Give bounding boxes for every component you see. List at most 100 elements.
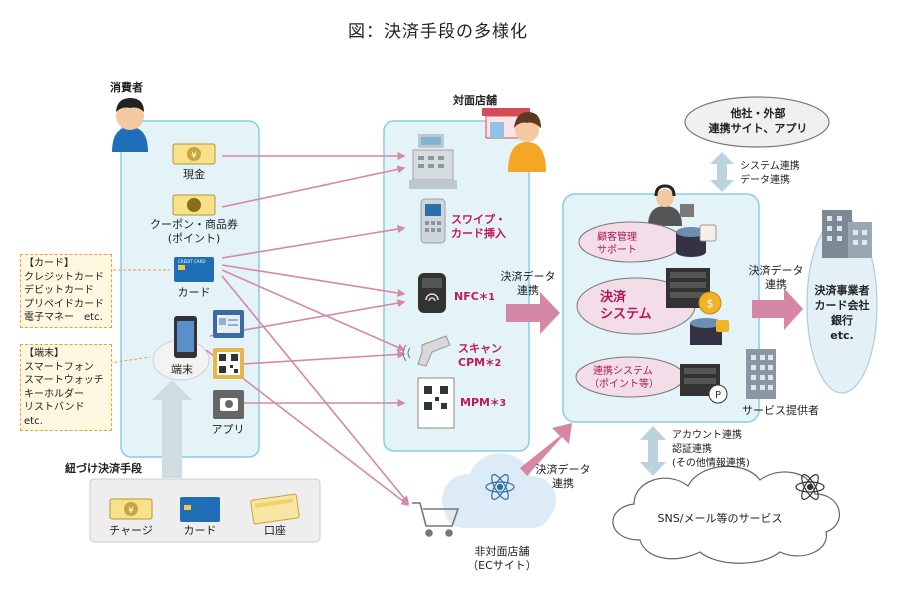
arrow-account-link-updown (640, 426, 666, 476)
provider-building-icon (746, 349, 776, 399)
sns-label: SNS/メール等のサービス (657, 512, 783, 525)
ec-flow-sublabel: 連携 (552, 477, 574, 490)
other-sites-label: 他社・外部 (730, 107, 786, 120)
arrow-ec-to-system (520, 423, 572, 476)
card-terminal-icon (420, 198, 446, 244)
svg-text:¥: ¥ (128, 506, 134, 516)
svg-text:$: $ (707, 297, 714, 310)
linked-label: 紐づけ決済手段 (65, 462, 142, 475)
app-label: アプリ (211, 423, 245, 436)
nfc-label: NFC＊1 (454, 290, 495, 304)
ec-flow-label: 決済データ (535, 463, 591, 476)
crm-sublabel: サポート (597, 245, 637, 256)
arrow-card-ec (221, 275, 409, 505)
crm-label: 顧客管理 (597, 232, 637, 243)
credit-card-icon (174, 257, 214, 282)
nfc-footnote-mark: ＊1 (478, 292, 495, 303)
cpm-footnote-mark: ＊2 (485, 358, 502, 369)
terminal-note-box: 【端末】 スマートフォン スマートウォッチ キーホルダー リストバンド etc. (20, 344, 112, 431)
terminal-note-line-1: スマートフォン (24, 361, 94, 373)
arrow-qr-scan (242, 350, 406, 365)
scan-label: スキャン (458, 342, 502, 355)
store-flow-sublabel: 連携 (517, 284, 539, 297)
terminal-note-line-0: 【端末】 (24, 348, 64, 359)
cpm-text: CPM (458, 356, 486, 369)
mpm-text: MPM (460, 396, 490, 409)
auth-link-label: 認証連携 (672, 444, 712, 455)
store-flow-label: 決済データ (500, 270, 556, 283)
ec-label: 非対面店舗 (474, 545, 530, 558)
store-label: 対面店舗 (453, 94, 497, 107)
network-atom-icon (485, 474, 515, 500)
smartphone-icon (174, 316, 197, 358)
system-link-sublabel: データ連携 (740, 175, 790, 186)
consumer-label: 消費者 (110, 81, 143, 94)
operators-etc-label: etc. (830, 329, 854, 342)
coupon-sublabel: (ポイント) (167, 232, 221, 245)
bankbook-icon (250, 493, 300, 525)
cpm-label: CPM＊2 (458, 356, 501, 370)
arrow-card-scan (221, 269, 406, 352)
swipe-label: スワイプ・ (451, 213, 506, 226)
arrow-linked-up (152, 380, 192, 478)
charge-label: チャージ (109, 524, 153, 537)
consumer-person-icon (112, 98, 148, 152)
coupon-icon (172, 194, 216, 216)
terminal-label: 端末 (171, 363, 193, 376)
mpm-footnote-mark: ＊3 (489, 398, 507, 409)
payment-sublabel: システム (600, 307, 652, 322)
nfc-text: NFC (454, 290, 479, 303)
service-provider-label: サービス提供者 (742, 404, 819, 417)
operator-headset-icon (648, 184, 694, 226)
barcode-scanner-icon (402, 335, 451, 367)
diagram-title: 図：決済手段の多様化 (348, 22, 528, 42)
operators-bank-label: 銀行 (831, 314, 853, 327)
coupon-label: クーポン・商品券 (150, 218, 238, 231)
arrow-store-to-system (506, 292, 560, 334)
card-note-line-2: デビットカード (24, 285, 94, 296)
card-note-line-0: 【カード】 (24, 258, 74, 269)
operators-label: 決済事業者 (814, 284, 870, 297)
card-note-line-3: プリペイドカード (24, 298, 104, 310)
card-note-line-4: 電子マネー etc. (24, 312, 103, 323)
cash-label: 現金 (183, 168, 205, 181)
card-note-box: 【カード】 クレジットカード デビットカード プリペイドカード 電子マネー et… (20, 254, 112, 328)
charge-cash-icon: ¥ (109, 498, 153, 520)
operator-building-icon (822, 210, 872, 258)
link-server-icon: P (680, 364, 728, 404)
svg-text:P: P (715, 390, 721, 401)
other-sites-sublabel: 連携サイト、アプリ (708, 122, 808, 135)
ec-sublabel: （ECサイト） (467, 559, 537, 572)
payment-label: 決済 (600, 290, 627, 305)
terminal-note-line-4: リストバンド etc. (24, 402, 95, 427)
nfc-reader-icon (418, 273, 446, 313)
link-system-label: 連携システム (593, 366, 653, 377)
coin-icon: $ (698, 291, 722, 315)
id-card-icon (213, 310, 244, 338)
linked-card-icon (180, 497, 220, 522)
qr-code-icon (213, 348, 244, 379)
database-icon (676, 224, 717, 257)
card-label: カード (177, 286, 211, 299)
linked-card-label: カード (183, 524, 217, 537)
account-label: 口座 (264, 524, 286, 537)
camera-app-icon (213, 390, 244, 419)
sns-cloud (612, 465, 841, 564)
operator-flow-label: 決済データ (748, 264, 804, 277)
mpm-label: MPM＊3 (460, 396, 506, 410)
arrow-card-nfc (221, 264, 406, 297)
svg-text:¥: ¥ (191, 151, 197, 161)
operator-flow-sublabel: 連携 (765, 278, 787, 291)
store-clerk-icon (508, 112, 546, 172)
card-note-line-1: クレジットカード (24, 271, 104, 283)
system-link-label: システム連携 (740, 161, 800, 172)
store-panel (383, 120, 530, 452)
sns-atom-icon (795, 474, 825, 500)
swipe-sublabel: カード挿入 (451, 227, 506, 240)
cash-register-icon (409, 134, 457, 189)
arrow-coupon-register (221, 165, 406, 208)
arrow-card-swipe (221, 225, 406, 259)
arrow-system-to-operator (752, 288, 803, 330)
